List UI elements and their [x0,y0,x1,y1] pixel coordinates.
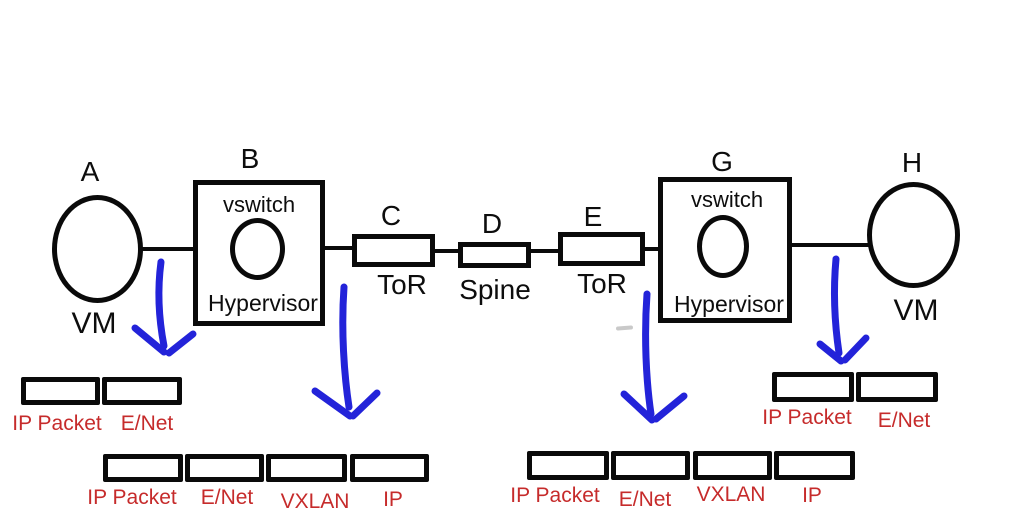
wire-d-e [528,249,560,253]
packet-label-enet: E/Net [120,412,174,435]
packet-label-ip: IP [383,488,403,511]
node-e-letter: E [583,201,603,232]
packet-cell [266,454,347,482]
packet-cell [350,454,429,482]
packet-label-vxlan: VXLAN [696,483,766,506]
spine-d-box [458,242,531,268]
packet-cell [611,451,690,480]
wire-e-g [643,247,660,251]
packet-cell [856,372,938,402]
packet-label-ip: IP [802,484,822,507]
node-a-letter: A [80,156,100,187]
node-d-letter: D [481,208,503,239]
hypervisor-b-vswitch-label: vswitch [222,192,296,217]
tor-c-box [352,234,435,267]
node-b-letter: B [240,143,260,174]
hypervisor-b-box [193,180,325,326]
packet-cell [102,377,182,405]
packet-label-ip-packet: IP Packet [87,486,177,509]
vm-a-label: VM [71,307,117,340]
vm-h-circle [867,182,960,288]
packet-label-ip-packet: IP Packet [12,412,102,435]
packet-label-enet: E/Net [200,486,254,509]
vm-h-label: VM [893,294,939,327]
tor-e-label: ToR [577,268,627,299]
stray-mark [615,325,634,331]
packet-cell [527,451,609,480]
hypervisor-g-vswitch-label: vswitch [690,187,764,212]
node-g-letter: G [711,146,733,177]
packet-label-enet: E/Net [618,488,672,511]
vswitch-b-ellipse-icon [230,218,285,280]
packet-label-vxlan: VXLAN [280,490,350,513]
packet-cell [21,377,100,405]
packet-cell [772,372,854,402]
node-c-letter: C [380,200,402,231]
node-h-letter: H [901,147,923,178]
arrow-vm-h-down [816,255,870,365]
arrow-vm-a-down [131,258,197,357]
packet-cell [774,451,855,480]
hypervisor-g-label: Hypervisor [674,291,784,317]
packet-label-enet: E/Net [877,409,931,432]
wire-c-d [433,249,460,253]
packet-cell [103,454,183,482]
spine-d-label: Spine [459,274,531,305]
packet-label-ip-packet: IP Packet [510,484,600,507]
tor-e-box [558,232,645,266]
wire-b-c [323,246,354,250]
packet-label-ip-packet: IP Packet [762,406,852,429]
packet-cell [185,454,264,482]
packet-cell [693,451,772,480]
tor-c-label: ToR [377,269,427,300]
hypervisor-b-label: Hypervisor [208,290,318,316]
wire-g-h [790,243,869,247]
wire-a-b [140,247,195,251]
vm-a-circle [52,195,143,303]
vswitch-g-ellipse-icon [697,215,749,278]
